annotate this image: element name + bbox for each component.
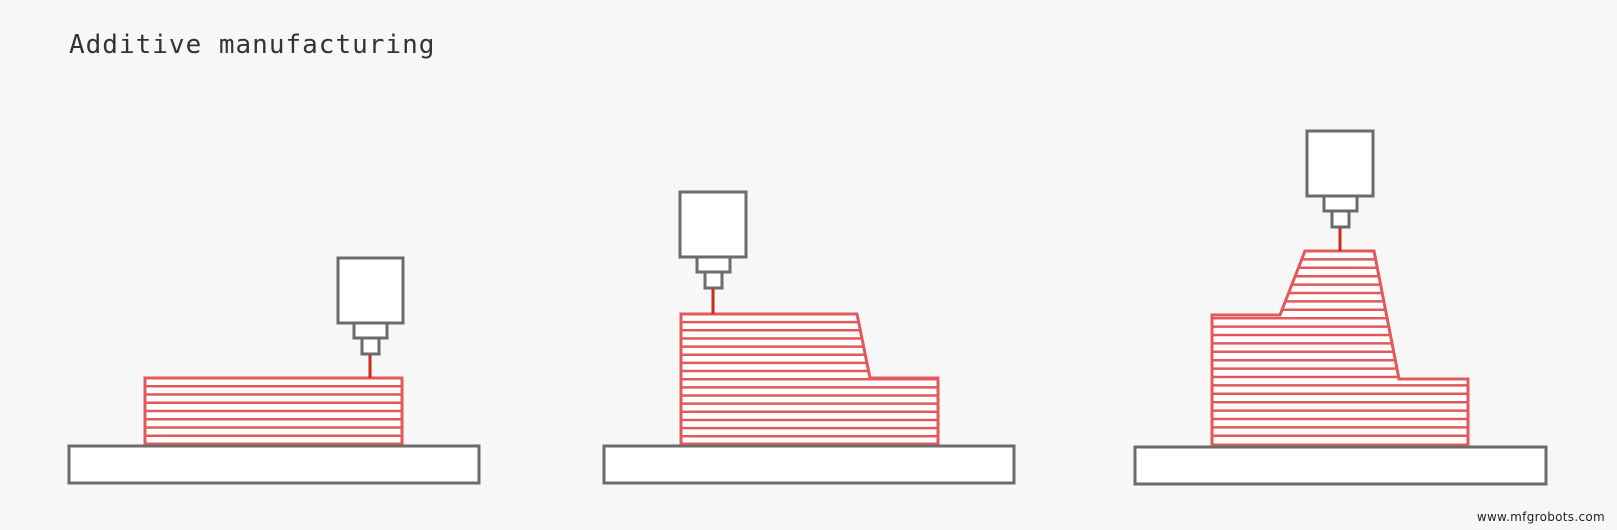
printed-part (143, 376, 404, 446)
stage-1 (67, 256, 481, 485)
page-title: Additive manufacturing (69, 30, 436, 60)
stage-2 (602, 190, 1016, 485)
extruder-head (678, 190, 748, 290)
printed-part (1210, 249, 1470, 447)
extruder-head (1305, 129, 1375, 229)
build-plate (1133, 445, 1548, 486)
build-plate (67, 444, 481, 485)
build-plate (602, 444, 1016, 485)
printed-part (679, 312, 940, 446)
watermark: www.mfgrobots.com (1476, 510, 1605, 524)
extruder-head (336, 256, 405, 356)
stage-3 (1133, 129, 1548, 486)
